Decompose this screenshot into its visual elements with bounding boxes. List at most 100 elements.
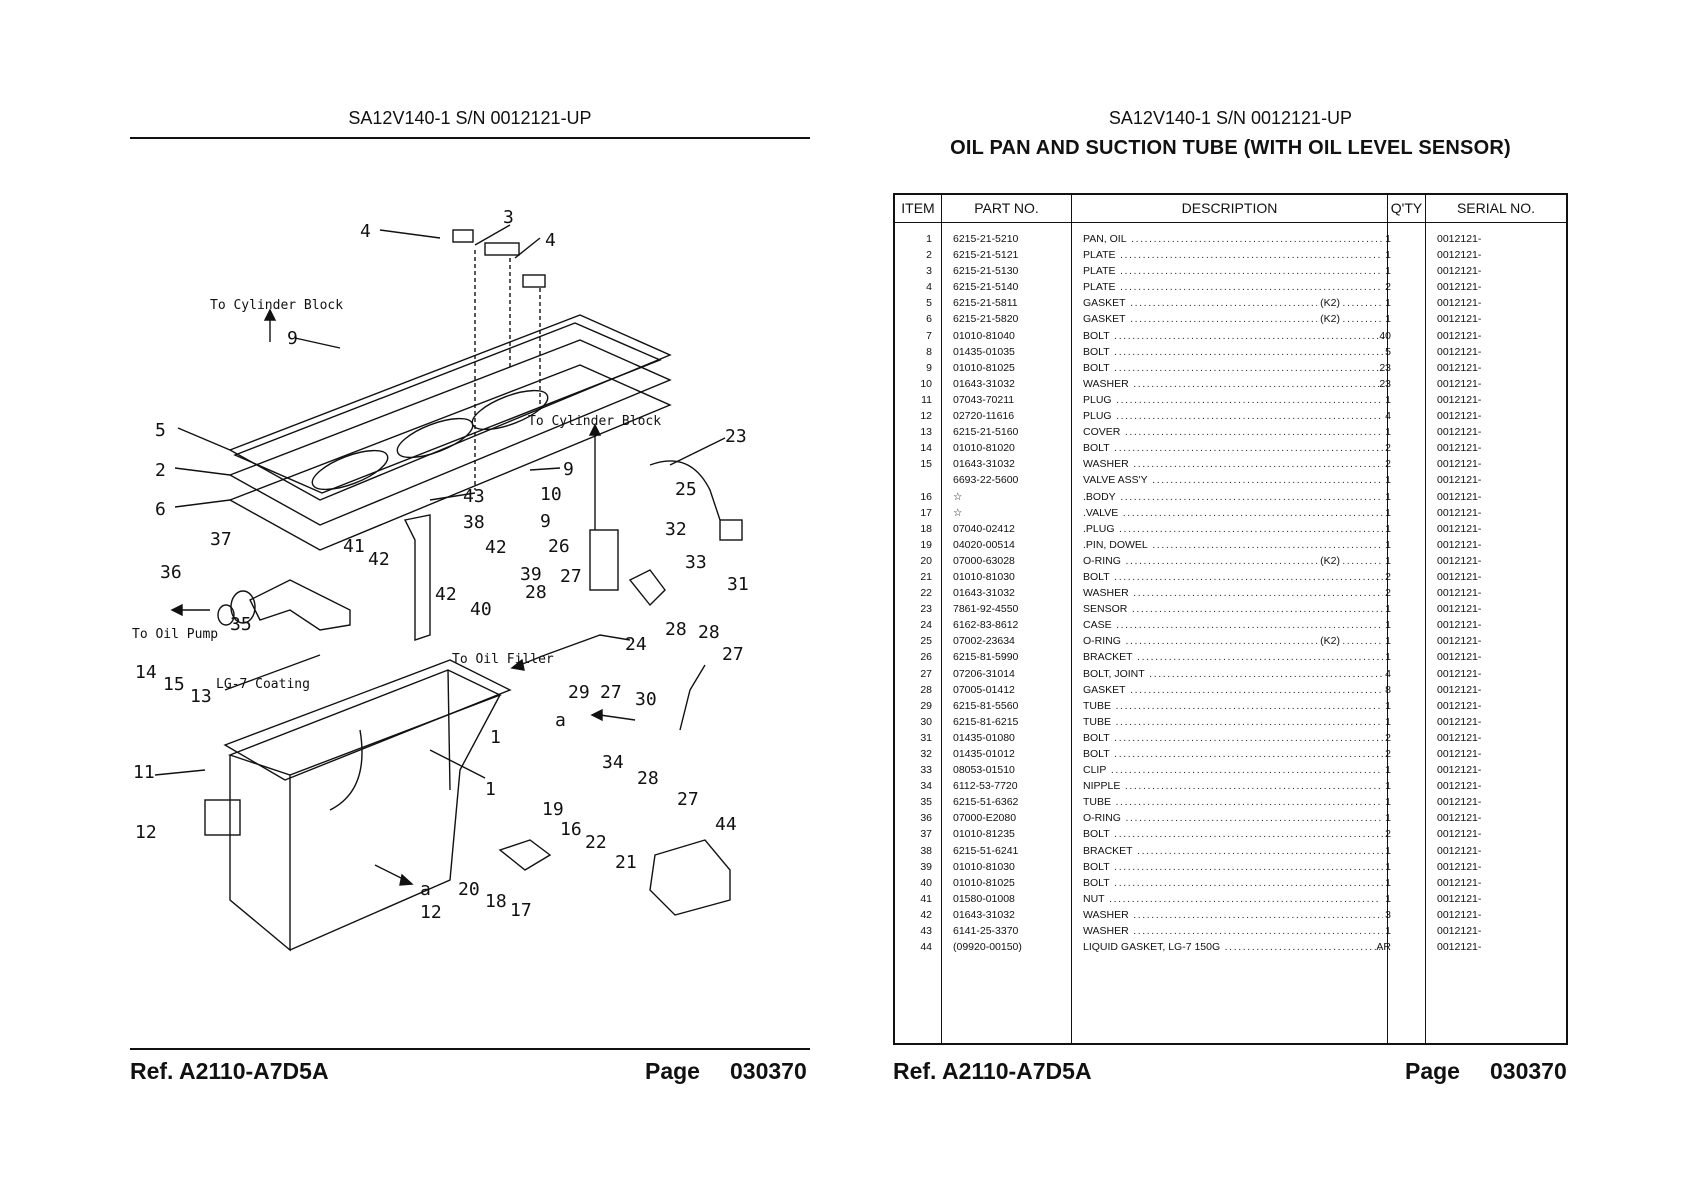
table-row: 17☆.VALVE ..............................…	[895, 505, 1566, 521]
serial-number: 0012121-	[1437, 313, 1482, 326]
serial-number: 0012121-	[1437, 667, 1482, 680]
col-header-item: ITEM	[901, 200, 935, 216]
serial-number: 0012121-	[1437, 635, 1482, 648]
part-number: 6215-21-5811	[953, 297, 1018, 310]
serial-number: 0012121-	[1437, 619, 1482, 632]
dot-leader: ........................................…	[1125, 313, 1383, 326]
dot-leader: ........................................…	[1109, 570, 1383, 583]
description-cell: .PIN, DOWEL ............................…	[1083, 537, 1383, 553]
description-cell: SENSOR .................................…	[1083, 601, 1383, 617]
item-number: 10	[920, 377, 932, 390]
description-cell: PLATE ..................................…	[1083, 263, 1383, 279]
dot-leader: ........................................…	[1115, 249, 1383, 262]
description-text: TUBE	[1083, 699, 1112, 712]
part-number: ☆	[953, 490, 963, 503]
part-number: 01435-01080	[953, 731, 1015, 744]
dot-leader: ........................................…	[1128, 377, 1383, 390]
bracket-26-shape	[589, 529, 619, 591]
serial-number: 0012121-	[1437, 683, 1482, 696]
description-cell: LIQUID GASKET, LG-7 150G ...............…	[1083, 939, 1383, 955]
quantity: 1	[1385, 764, 1391, 777]
part-number: 6162-83-8612	[953, 619, 1019, 632]
item-number: 6	[926, 313, 932, 326]
callout-label-18: 18	[485, 891, 507, 912]
part-number: 01010-81030	[953, 860, 1015, 873]
callout-label-27c: 27	[600, 682, 622, 703]
description-cell: WASHER .................................…	[1083, 923, 1383, 939]
dot-leader: ........................................…	[1114, 522, 1383, 535]
part-number: 01643-31032	[953, 458, 1015, 471]
quantity: 1	[1385, 506, 1391, 519]
description-cell: BOLT ...................................…	[1083, 826, 1383, 842]
serial-number: 0012121-	[1437, 860, 1482, 873]
description-text: .VALVE	[1083, 506, 1119, 519]
item-number: 5	[926, 297, 932, 310]
part-number: 6215-81-6215	[953, 715, 1019, 728]
part-number: 7861-92-4550	[953, 603, 1019, 616]
dot-leader: ........................................…	[1127, 603, 1383, 616]
serial-number: 0012121-	[1437, 941, 1482, 954]
dot-leader: ........................................…	[1118, 506, 1383, 519]
part-number: 07206-31014	[953, 667, 1015, 680]
serial-number: 0012121-	[1437, 265, 1482, 278]
quantity: 1	[1385, 474, 1391, 487]
quantity: 1	[1385, 876, 1391, 889]
callout-label-25: 25	[675, 479, 697, 500]
dot-leader: ........................................…	[1128, 925, 1383, 938]
callout-label-15: 15	[163, 674, 185, 695]
quantity: 1	[1385, 233, 1391, 245]
callout-label-30: 30	[635, 689, 657, 710]
dot-leader: ........................................…	[1109, 828, 1383, 841]
callout-label-6: 6	[155, 499, 166, 520]
description-cell: PLATE ..................................…	[1083, 279, 1383, 295]
callout-label-7: 1	[490, 727, 501, 748]
item-number: 8	[926, 345, 932, 358]
quantity: 1	[1385, 699, 1391, 712]
description-cell: .BODY ..................................…	[1083, 489, 1383, 505]
part-number: (09920-00150)	[953, 941, 1022, 954]
dot-leader: ........................................…	[1111, 393, 1383, 406]
quantity: 1	[1385, 860, 1391, 873]
quantity: 2	[1385, 828, 1391, 841]
description-cell: GASKET .................................…	[1083, 682, 1383, 698]
part-number: 01010-81025	[953, 876, 1015, 889]
item-number: 25	[920, 635, 932, 648]
description-cell: BOLT ...................................…	[1083, 730, 1383, 746]
tube-30-shape	[679, 664, 706, 731]
item-number: 30	[920, 715, 932, 728]
part-number: 6215-81-5990	[953, 651, 1019, 664]
callout-label-34: 34	[602, 752, 624, 773]
description-cell: WASHER .................................…	[1083, 907, 1383, 923]
callout-label-a2: a	[420, 879, 431, 900]
interchange-note: (K2)	[1317, 633, 1343, 650]
note-to-cylinder-block-2: To Cylinder Block	[528, 414, 661, 429]
plate-4b-shape	[522, 274, 546, 288]
serial-number: 0012121-	[1437, 908, 1482, 921]
item-number: 44	[920, 941, 932, 954]
quantity: 4	[1385, 410, 1391, 423]
col-header-qty: Q'TY	[1390, 200, 1423, 216]
callout-label-32: 32	[665, 519, 687, 540]
part-number: 01643-31032	[953, 377, 1015, 390]
serial-number: 0012121-	[1437, 554, 1482, 567]
serial-number: 0012121-	[1437, 587, 1482, 600]
page-title: OIL PAN AND SUCTION TUBE (WITH OIL LEVEL…	[950, 137, 1511, 159]
part-number: 01010-81040	[953, 329, 1015, 342]
quantity: 1	[1385, 426, 1391, 439]
oil-pan-rim	[223, 659, 512, 781]
quantity: 2	[1385, 570, 1391, 583]
quantity: 40	[1379, 329, 1391, 342]
col-header-serial: SERIAL NO.	[1456, 200, 1536, 216]
callout-label-31: 31	[727, 574, 749, 595]
quantity: 1	[1385, 538, 1391, 551]
